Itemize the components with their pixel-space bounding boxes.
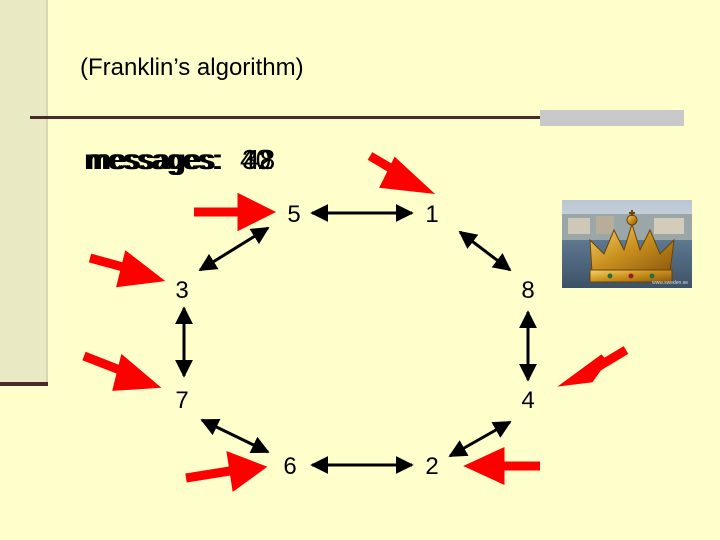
red-arrow-node-7 (82, 351, 162, 391)
sidebar-strip (0, 0, 46, 384)
messages-label-ghost-1: messages: (84, 144, 220, 175)
crown-photo: www.sweden.se (562, 200, 692, 288)
node-2: 2 (425, 453, 438, 480)
photo-caption: www.sweden.se (652, 280, 688, 286)
messages-label-ghost-2: messages: (86, 144, 222, 175)
edge-6-7 (200, 418, 270, 454)
red-arrow-node-6 (185, 451, 268, 492)
slide-title: (Franklin’s algorithm) (80, 54, 304, 81)
node-4: 4 (521, 387, 534, 414)
red-arrow-node-3 (88, 250, 166, 288)
node-1: 1 (425, 201, 438, 228)
messages-label-ghost-3: messages: (88, 144, 224, 175)
edge-1-8 (458, 230, 512, 272)
node-3: 3 (175, 277, 188, 304)
node-6: 6 (283, 453, 296, 480)
sidebar-strip-bottom (0, 382, 48, 386)
crown-image (562, 200, 692, 288)
red-arrow-node-5 (194, 192, 277, 232)
messages-count-2: 32 (242, 144, 274, 175)
red-arrow-node-1 (367, 152, 436, 194)
node-8: 8 (521, 277, 534, 304)
messages-count-3: 48 (244, 144, 276, 175)
node-5: 5 (287, 201, 300, 228)
title-divider (30, 116, 542, 119)
messages-count-1: 40 (240, 144, 272, 175)
node-7: 7 (175, 387, 188, 414)
sidebar-rule (46, 0, 48, 384)
red-arrow-node-2 (463, 446, 540, 486)
edge-3-5 (198, 226, 270, 272)
red-arrow-node-4 (557, 346, 629, 387)
edge-4-2 (448, 420, 512, 458)
title-divider-accent (540, 110, 684, 126)
ring-edges (175, 204, 537, 474)
